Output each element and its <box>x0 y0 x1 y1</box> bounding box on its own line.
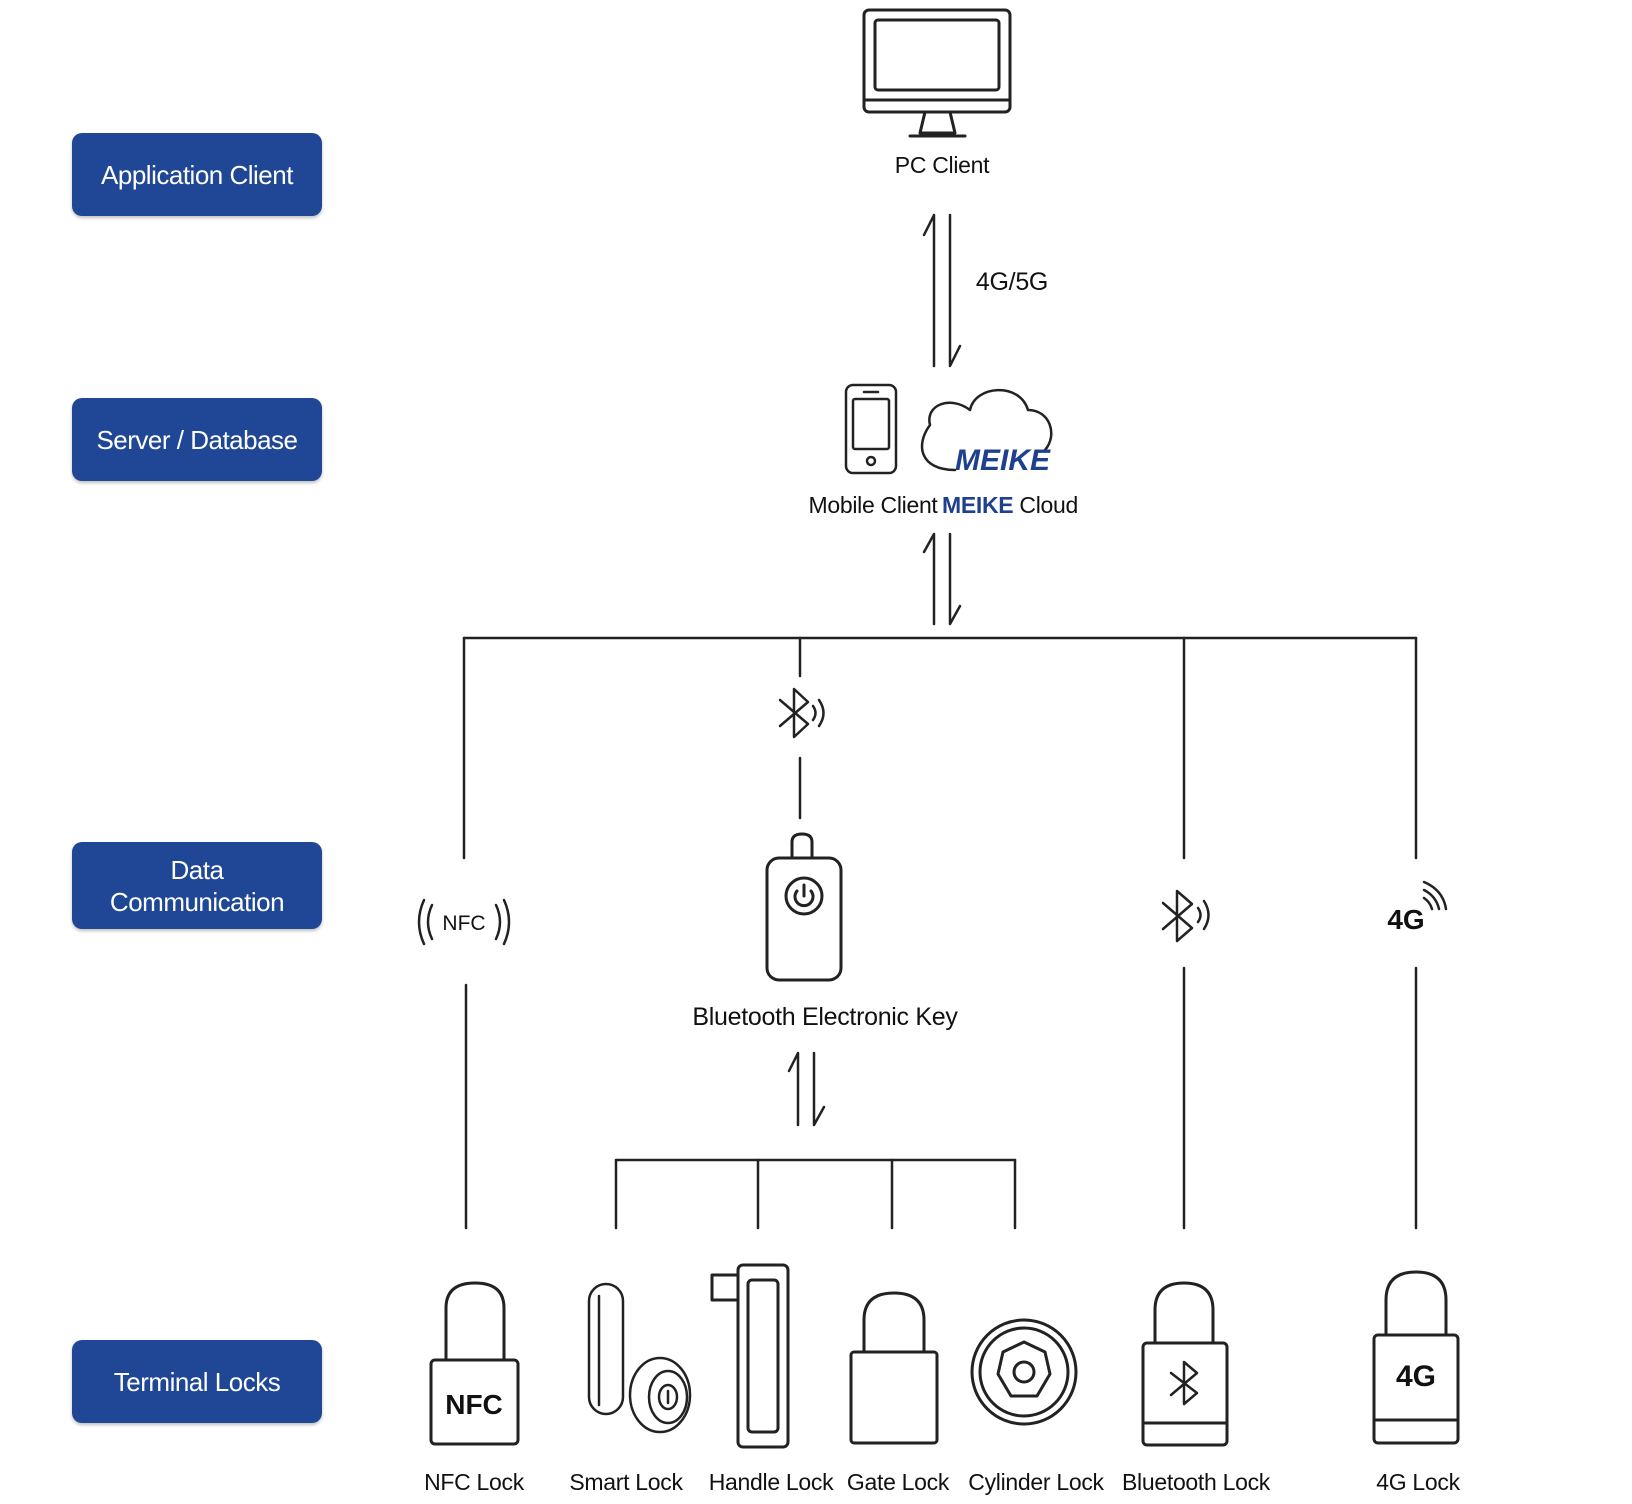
nfc-signal-icon <box>417 898 511 946</box>
bluetooth-lock-icon <box>1141 1281 1229 1447</box>
bluetooth-lock-label: Bluetooth Lock <box>1122 1469 1270 1495</box>
4g-badge-text: 4G <box>1387 904 1424 935</box>
bluetooth-key-icon <box>765 832 843 982</box>
bidirectional-arrow-icon <box>787 1051 826 1127</box>
nfc-lock-label: NFC Lock <box>424 1469 524 1495</box>
meike-cloud-label: MEIKE Cloud <box>942 492 1078 519</box>
monitor-icon <box>862 8 1012 138</box>
nfc-lock-body-text: NFC <box>445 1389 503 1420</box>
bluetooth-signal-icon <box>1161 889 1210 943</box>
nfc-badge-text: NFC <box>442 912 485 935</box>
layer-label: Terminal Locks <box>113 1366 281 1397</box>
layer-label: Data Communication <box>109 854 285 917</box>
layer-label: Server / Database <box>96 424 298 455</box>
connection-bus <box>462 636 1418 860</box>
key-locks-bus <box>614 1158 1017 1230</box>
bidirectional-arrow-icon <box>922 213 962 368</box>
meike-cloud-brand: MEIKE <box>941 492 1014 518</box>
cylinder-lock-icon <box>970 1318 1078 1426</box>
gate-lock-icon <box>849 1291 939 1445</box>
gate-lock-label: Gate Lock <box>846 1469 950 1495</box>
smart-lock-label: Smart Lock <box>569 1469 683 1495</box>
handle-lock-label: Handle Lock <box>708 1469 834 1495</box>
pc-client-label: PC Client <box>894 152 990 178</box>
layer-terminal-locks: Terminal Locks <box>72 1340 322 1423</box>
meike-cloud-suffix: Cloud <box>1013 492 1079 518</box>
handle-lock-icon <box>710 1263 790 1449</box>
cloud-icon <box>920 388 1053 472</box>
lock-connection-lines <box>464 966 1418 1230</box>
4g-lock-label: 4G Lock <box>1376 1469 1460 1495</box>
layer-label: Application Client <box>101 159 293 190</box>
nfc-lock-icon <box>429 1281 520 1446</box>
layer-server-database: Server / Database <box>72 398 322 481</box>
bluetooth-signal-icon <box>778 687 825 739</box>
mobile-client-label: Mobile Client <box>808 492 938 518</box>
bluetooth-key-label: Bluetooth Electronic Key <box>692 1003 958 1031</box>
layer-data-communication: Data Communication <box>72 842 322 929</box>
4g-lock-body-text: 4G <box>1396 1360 1436 1393</box>
cloud-logo-text: MEIKE <box>955 444 1051 477</box>
4g-signal-icon <box>1422 880 1448 911</box>
link-4g5g-label: 4G/5G <box>975 268 1049 296</box>
bidirectional-arrow-icon <box>922 532 962 626</box>
phone-icon <box>844 383 898 475</box>
layer-application-client: Application Client <box>72 133 322 216</box>
4g-lock-icon <box>1372 1270 1460 1445</box>
cylinder-lock-label: Cylinder Lock <box>968 1469 1104 1495</box>
smart-lock-icon <box>587 1282 692 1434</box>
